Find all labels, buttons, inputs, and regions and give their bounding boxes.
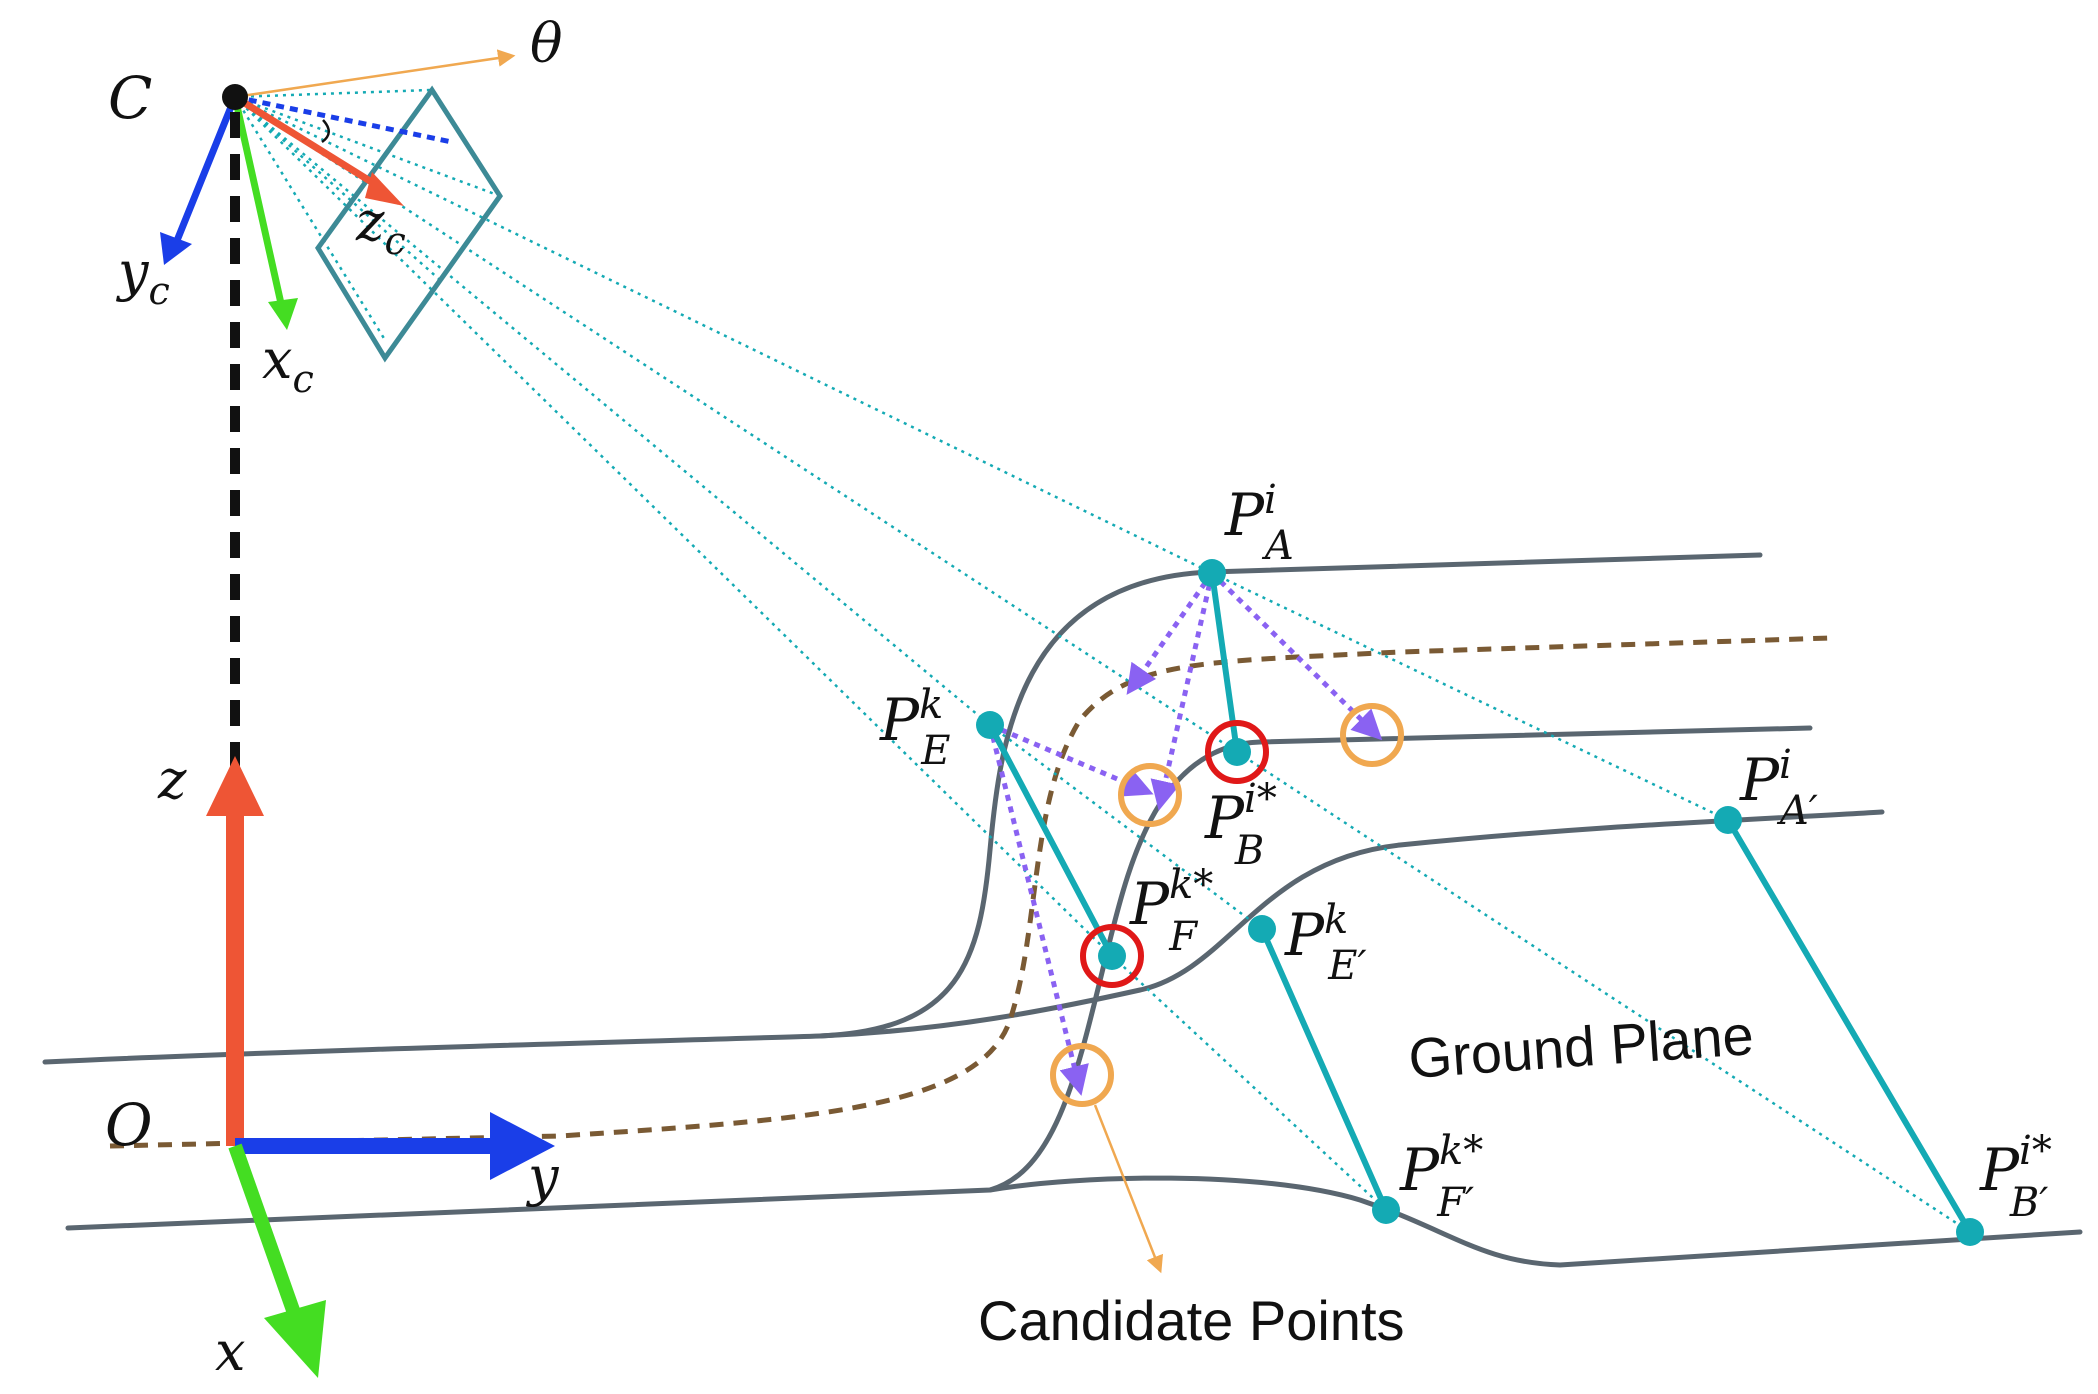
ray-E	[234, 96, 991, 726]
ray-B-extend	[1236, 750, 1973, 1234]
candidate-pointer	[1093, 1104, 1164, 1274]
point-Bp	[1956, 1218, 1984, 1246]
candidate-ring-2	[1340, 703, 1404, 767]
world-y-arrowhead	[490, 1112, 555, 1180]
point-Fp	[1372, 1196, 1400, 1224]
candidate-points-label: Candidate Points	[978, 1289, 1405, 1352]
point-Ap	[1714, 806, 1742, 834]
camera-yc-label: yc	[116, 240, 170, 313]
world-y-axis	[235, 1138, 493, 1154]
point-F	[1098, 942, 1126, 970]
search-arrow-A-1	[1150, 572, 1215, 811]
world-axes	[206, 756, 555, 1378]
ground-plane-label: Ground Plane	[1406, 1003, 1755, 1090]
world-z-arrowhead	[206, 756, 264, 816]
ray-F-extend	[1111, 955, 1387, 1211]
theta-arc	[321, 119, 330, 144]
dashed-road-line	[109, 635, 1831, 1149]
camera-label: C	[108, 64, 152, 132]
camera-yc-axis	[170, 93, 239, 252]
search-arrow-E-1	[989, 722, 1154, 797]
label-B: Pi*B	[1204, 776, 1277, 874]
world-x-arrowhead	[264, 1300, 326, 1378]
search-arrow-A-3	[1210, 571, 1383, 741]
camera-zc-label: zc	[355, 190, 406, 263]
projection-rays	[233, 88, 1973, 1234]
segment-E-F	[987, 722, 1115, 959]
image-plane	[315, 85, 504, 363]
camera-zc-axis	[231, 93, 382, 190]
road-line-3	[65, 725, 1813, 1231]
selected-ring-F	[1080, 924, 1144, 988]
point-E	[976, 711, 1004, 739]
search-arrow-E-2	[987, 724, 1089, 1096]
camera-xc-label: xc	[262, 328, 314, 401]
point-B	[1223, 738, 1251, 766]
selected-ring-B	[1205, 720, 1269, 784]
candidate-ring-3	[1050, 1043, 1114, 1107]
world-x-label: x	[215, 1320, 245, 1383]
world-z-axis	[226, 810, 244, 1146]
camera-axes	[160, 93, 404, 330]
road-line-1	[42, 552, 1763, 1065]
ray-mid3	[234, 96, 441, 281]
world-y-label: y	[526, 1145, 560, 1208]
points	[976, 559, 1984, 1246]
ray-A	[234, 95, 1213, 575]
camera-yc-arrowhead	[160, 232, 192, 265]
theta-label: θ	[530, 12, 563, 75]
world-z-label: z	[157, 748, 187, 811]
segment-Ep-Fp	[1259, 926, 1389, 1213]
theta-line	[234, 49, 516, 99]
camera-zc-arrowhead	[365, 172, 404, 206]
search-arrows	[987, 571, 1383, 1096]
principal-dashed	[234, 94, 453, 145]
point-A	[1198, 559, 1226, 587]
segment-Ap-Bp	[1725, 817, 1973, 1235]
point-Ep	[1248, 915, 1276, 943]
road-line-4	[987, 1175, 2083, 1268]
label-Fp: Pk*F′	[1399, 1128, 1483, 1226]
road-lines	[42, 552, 2083, 1268]
camera-center	[222, 84, 248, 110]
label-F: Pk*F	[1129, 862, 1213, 960]
world-origin-label: O	[105, 1091, 153, 1159]
candidate-rings	[1050, 703, 1404, 1107]
world-x-axis	[228, 1143, 307, 1333]
candidate-ring-1	[1118, 763, 1182, 827]
ray-top	[234, 88, 431, 99]
camera-xc-arrowhead	[268, 298, 298, 330]
ray-E-extend	[989, 724, 1263, 930]
ray-A-extend	[1211, 571, 1731, 822]
selected-rings	[1080, 720, 1269, 988]
label-Bp: Pi*B′	[1979, 1128, 2052, 1226]
road-line-2	[817, 809, 1885, 1039]
camera-xc-axis	[231, 93, 286, 312]
search-arrow-A-2	[1126, 571, 1215, 695]
